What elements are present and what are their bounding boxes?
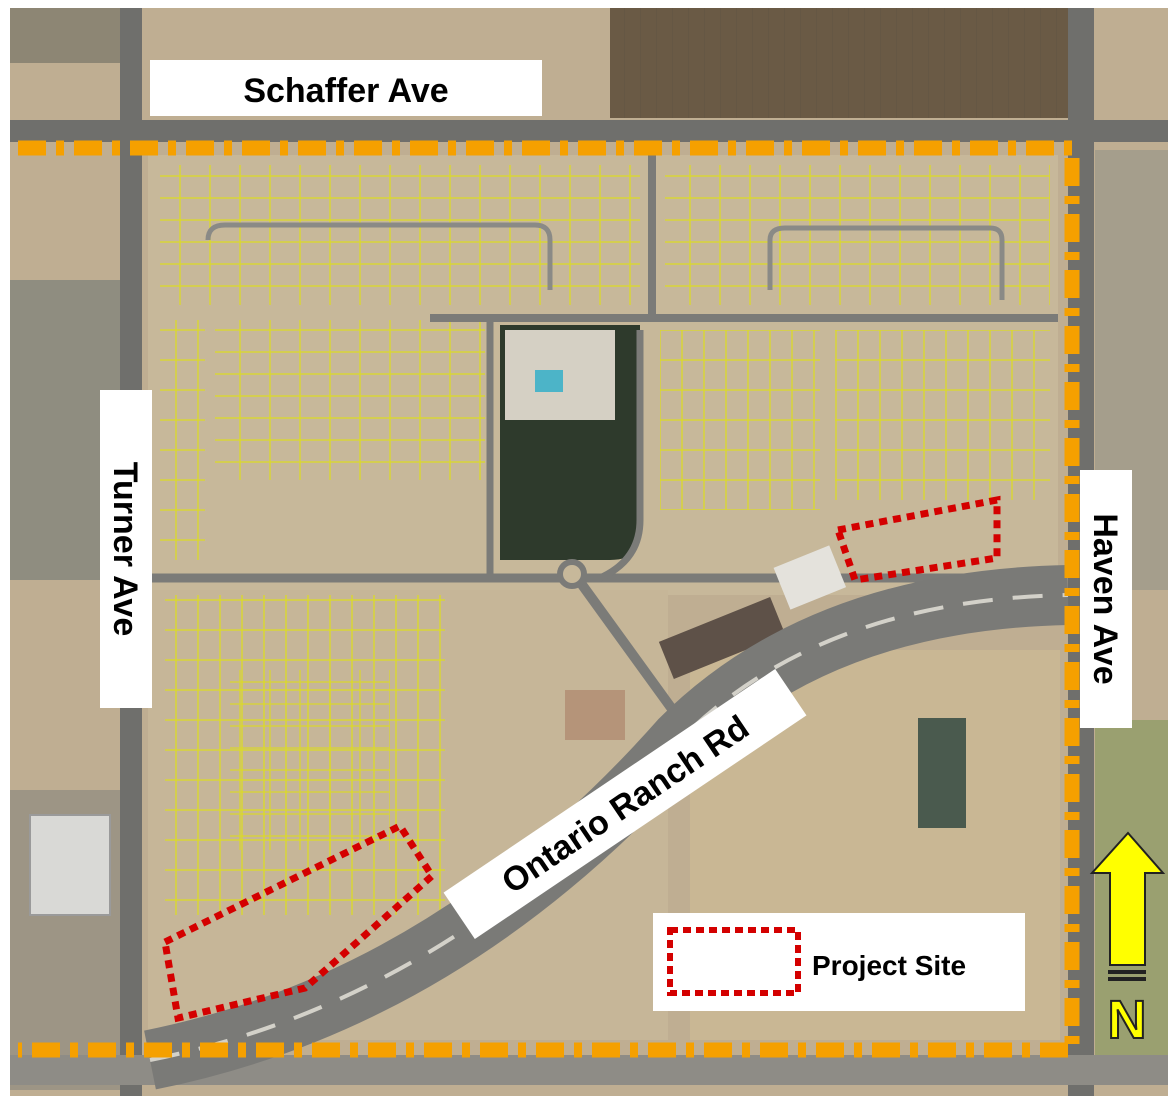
greenhouse-building: [29, 814, 111, 916]
street-diagonal-connector: [570, 572, 685, 723]
loop-road-northeast: [767, 225, 1005, 300]
lot-grid-west-center: [215, 320, 485, 480]
project-site-west: [161, 821, 437, 1023]
commercial-buildings: [658, 596, 786, 680]
turner-ave-label-box: [100, 390, 152, 708]
haven-ave-label-box: [1080, 470, 1132, 728]
schaffer-ave-road: [10, 120, 1168, 142]
haven-ave-label: Haven Ave: [1086, 513, 1124, 684]
pool: [535, 370, 563, 392]
ontario-ranch-rd-median: [149, 593, 1069, 1062]
lot-grid-north-east: [665, 165, 1050, 305]
lot-grid-north-west: [160, 165, 640, 305]
north-arrow: N: [1089, 831, 1166, 1051]
loop-road-northwest: [205, 222, 553, 290]
street-lake-east: [598, 330, 644, 582]
nw-residential-area: [10, 8, 130, 63]
project-site-east: [833, 495, 1001, 584]
lot-grid-east-center: [660, 330, 820, 510]
brown-building: [565, 690, 625, 740]
lot-grid-east: [835, 330, 1050, 500]
legend-project-site-label: Project Site: [812, 950, 966, 981]
lot-grid-west-edge: [160, 320, 205, 560]
north-arrow-icon: [1089, 831, 1166, 966]
legend-project-site-symbol: [667, 927, 801, 996]
study-area-boundary: [18, 140, 1080, 1058]
north-arrow-letter: N: [1108, 990, 1147, 1050]
lot-grid-south-inner: [230, 670, 390, 850]
schaffer-ave-label: Schaffer Ave: [243, 72, 448, 110]
turner-ave-label: Turner Ave: [106, 462, 144, 636]
north-arrow-bar-1: [1108, 970, 1146, 974]
north-arrow-bar-2: [1108, 977, 1146, 981]
schaffer-ave-label-box: [150, 60, 542, 116]
north-field-rows: [610, 8, 1070, 118]
white-building: [773, 545, 847, 610]
solar-array: [918, 718, 966, 828]
ontario-ranch-rd-label-box: [443, 668, 807, 940]
roundabout: [557, 559, 587, 589]
